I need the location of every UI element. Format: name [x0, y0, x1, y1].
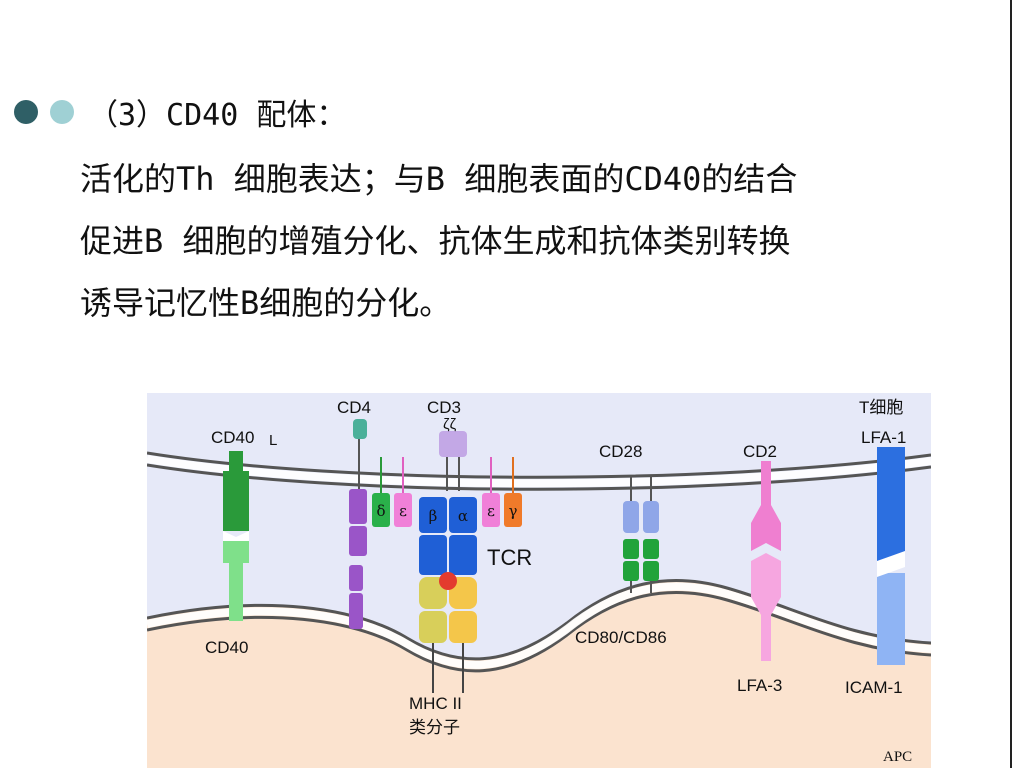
tcr-label: TCR [487, 545, 532, 570]
bullet-dot-light-icon [50, 100, 74, 124]
cd40l-cd40-pair [223, 451, 249, 621]
cd40l-label: CD40 [211, 428, 254, 447]
cd3-right-chains: ε γ [482, 457, 522, 527]
cd4-label: CD4 [337, 398, 371, 417]
icam1-label: ICAM-1 [845, 678, 903, 697]
mhc-ii-molecule [419, 572, 477, 693]
apc-label: APC [883, 749, 912, 765]
cd2-lfa3-pair [751, 461, 781, 661]
body-line-1: 活化的Th 细胞表达；与B 细胞表面的CD40的结合 [80, 160, 798, 198]
cd80-cd86-label: CD80/CD86 [575, 628, 667, 647]
cd2-label: CD2 [743, 442, 777, 461]
cd28-label: CD28 [599, 442, 642, 461]
beta-label: β [429, 507, 438, 525]
slide-border [1010, 0, 1012, 768]
body-text: 活化的Th 细胞表达；与B 细胞表面的CD40的结合 促进B 细胞的增殖分化、抗… [80, 148, 980, 334]
peptide-icon [439, 572, 457, 590]
immunology-figure: δ ε β α ε γ [147, 393, 931, 768]
cd4-molecule [349, 419, 367, 629]
tcr-complex: β α [419, 497, 477, 575]
bullet-dot-dark-icon [14, 100, 38, 124]
apc-membrane-outer [147, 579, 931, 661]
heading-row: （3）CD40 配体： [14, 92, 347, 133]
lfa3-label: LFA-3 [737, 676, 782, 695]
zeta-label: ζζ [443, 416, 457, 433]
lfa1-label: LFA-1 [861, 428, 906, 447]
t-cell-apc-diagram: δ ε β α ε γ [147, 393, 931, 768]
apc-membrane-inner [147, 591, 931, 673]
body-line-3: 诱导记忆性B细胞的分化。 [80, 284, 452, 322]
mhc-label: MHC II [409, 694, 462, 713]
epsilon-right-label: ε [487, 502, 495, 520]
cd28-cd80-pair [623, 475, 659, 593]
t-cell-label: T细胞 [859, 398, 903, 417]
alpha-label: α [458, 507, 468, 525]
lfa1-icam1-pair [877, 447, 905, 665]
gamma-label: γ [509, 502, 518, 520]
section-heading: （3）CD40 配体： [88, 98, 347, 133]
epsilon-left-label: ε [399, 502, 407, 520]
cd40-label: CD40 [205, 638, 248, 657]
mhc-subtitle: 类分子 [409, 718, 460, 737]
apc-region [147, 580, 931, 768]
cd3-left-chains: δ ε [372, 457, 412, 527]
cd40l-subscript: L [269, 432, 277, 449]
delta-label: δ [376, 502, 385, 520]
body-line-2: 促进B 细胞的增殖分化、抗体生成和抗体类别转换 [80, 222, 791, 260]
cd3-zeta [439, 431, 467, 491]
cd3-label: CD3 [427, 398, 461, 417]
